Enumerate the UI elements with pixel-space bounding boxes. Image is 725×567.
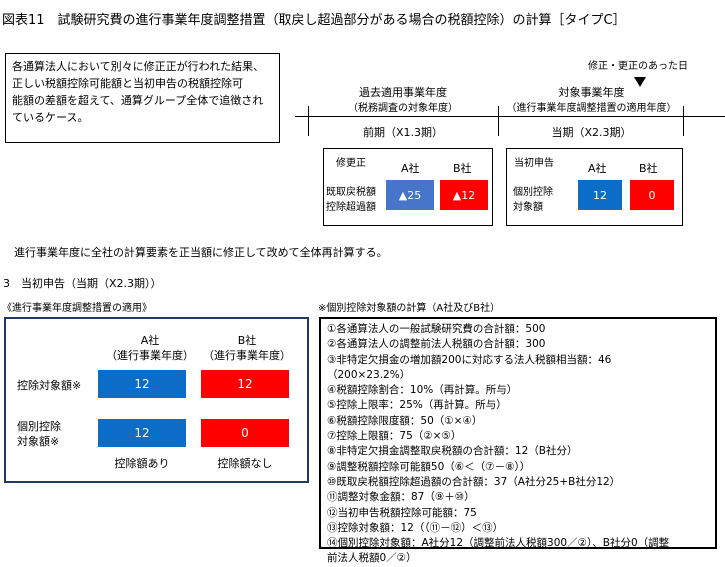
case-line: 各通算法人において別々に修正正が行われた結果、 <box>12 60 265 73</box>
calc-line: ⑭個別控除対象額：A社分12（調整前法人税額300／②）、B社分0（調整 <box>327 537 670 550</box>
adjustment-row2-b: 0 <box>201 419 289 447</box>
calc-line: ⑪調整対象金額：87（⑨＋⑩） <box>327 491 475 504</box>
calc-line: ③非特定欠損金の増加額200に対応する法人税額相当額：46 <box>327 353 612 366</box>
correction-row-label: 既取戻税額 <box>326 187 376 198</box>
initial-value-a: 12 <box>578 180 622 210</box>
recalculation-note: 進行事業年度に全社の計算要素を正当額に修正して改めて全体再計算する。 <box>14 246 388 259</box>
correction-row-label: 控除超過額 <box>326 202 376 213</box>
target-year-sub: （進行事業年度調整措置の適用年度） <box>506 103 677 114</box>
adjustment-box <box>4 317 309 483</box>
initial-row-label: 個別控除 <box>513 187 553 198</box>
calc-line: ⑤控除上限率：25%（再計算。所与） <box>327 399 507 412</box>
initial-value-b: 0 <box>630 180 674 210</box>
adjustment-foot-a: 控除額あり <box>114 457 170 470</box>
correction-col-b: B社 <box>453 162 472 175</box>
adjustment-row1-b: 12 <box>201 370 289 398</box>
previous-period-label: 前期（X1.3期） <box>362 126 444 139</box>
timeline-tick <box>308 106 309 136</box>
calc-line: ⑧非特定欠損金調整取戻税額の合計額：12（B社分） <box>327 445 578 458</box>
section-heading: 3 当初申告（当期（X2.3期）） <box>3 277 162 290</box>
timeline-axis <box>295 116 725 117</box>
calc-line: ⑫当初申告税額控除可能額：75 <box>327 506 477 519</box>
figure-title: 図表11 試験研究費の進行事業年度調整措置（取戻し超過部分がある場合の税額控除）… <box>2 13 626 28</box>
correction-box <box>323 148 493 226</box>
adjustment-row2-label: 対象額※ <box>17 435 60 448</box>
case-line: 能額の差額を超えて、通算グループ全体で追徴され <box>12 94 264 107</box>
adjustment-col-b: B社 <box>237 334 257 347</box>
calc-line: ①各通算法人の一般試験研究費の合計額：500 <box>327 323 546 335</box>
past-year-label: 過去適用事業年度 <box>359 86 447 99</box>
correction-value-b: ▲12 <box>440 180 488 210</box>
correction-date-note: 修正・更正のあった日 <box>588 61 688 72</box>
past-year-sub: （税務調査の対象年度） <box>348 103 458 114</box>
correction-box-title: 修更正 <box>336 158 366 169</box>
calc-line: ②各通算法人の調整前法人税額の合計額：300 <box>327 338 546 351</box>
correction-col-a: A社 <box>401 162 420 175</box>
calc-line: ④税額控除割合：10%（再計算。所与） <box>327 384 518 397</box>
calc-line: ⑩既取戻税額控除超過額の合計額：37（A社分25+B社分12） <box>327 475 621 488</box>
initial-filing-box <box>506 148 683 226</box>
calculation-box: ①各通算法人の一般試験研究費の合計額：500 ②各通算法人の調整前法人税額の合計… <box>319 317 717 564</box>
adjustment-label: 《進行事業年度調整措置の適用》 <box>2 303 152 314</box>
calc-heading: ※個別控除対象額の計算（A社及びB社） <box>318 303 501 314</box>
adjustment-row2-label: 個別控除 <box>17 420 61 433</box>
adjustment-col-b-sub: （進行事業年度） <box>203 349 291 362</box>
current-period-label: 当期（X2.3期） <box>551 126 632 139</box>
target-year-label: 対象事業年度 <box>558 86 625 99</box>
adjustment-row1-label: 控除対象額※ <box>17 379 82 392</box>
adjustment-foot-b: 控除額なし <box>217 457 273 470</box>
calc-line: （200×23.2%） <box>327 368 411 381</box>
initial-box-title: 当初申告 <box>514 158 554 169</box>
calc-line: ⑨調整税額控除可能額50（⑥＜（⑦－⑧）） <box>327 460 531 473</box>
adjustment-col-a: A社 <box>140 334 160 347</box>
case-line: ているケース。 <box>12 111 89 124</box>
initial-row-label: 対象額 <box>513 202 543 213</box>
calc-line: ⑬控除対象額：12（（⑪－⑫）＜⑬） <box>327 521 504 534</box>
calc-line: 前法人税額0／②） <box>327 552 417 565</box>
initial-col-b: B社 <box>639 162 658 175</box>
adjustment-row1-a: 12 <box>98 370 186 398</box>
calc-line: ⑦控除上限額：75（②×⑤） <box>327 430 462 443</box>
case-line: 正しい税額控除可能額と当初申告の税額控除可 <box>12 77 243 90</box>
timeline-tick <box>498 106 499 136</box>
adjustment-row2-a: 12 <box>98 419 186 447</box>
down-triangle-icon <box>634 77 646 87</box>
calc-line: ⑥税額控除限度額：50（①×④） <box>327 414 483 427</box>
adjustment-col-a-sub: （進行事業年度） <box>106 349 194 362</box>
case-description-box: 各通算法人において別々に修正正が行われた結果、 正しい税額控除可能額と当初申告の… <box>5 53 280 143</box>
initial-col-a: A社 <box>588 162 607 175</box>
timeline-tick <box>683 106 684 136</box>
correction-value-a: ▲25 <box>386 180 434 210</box>
